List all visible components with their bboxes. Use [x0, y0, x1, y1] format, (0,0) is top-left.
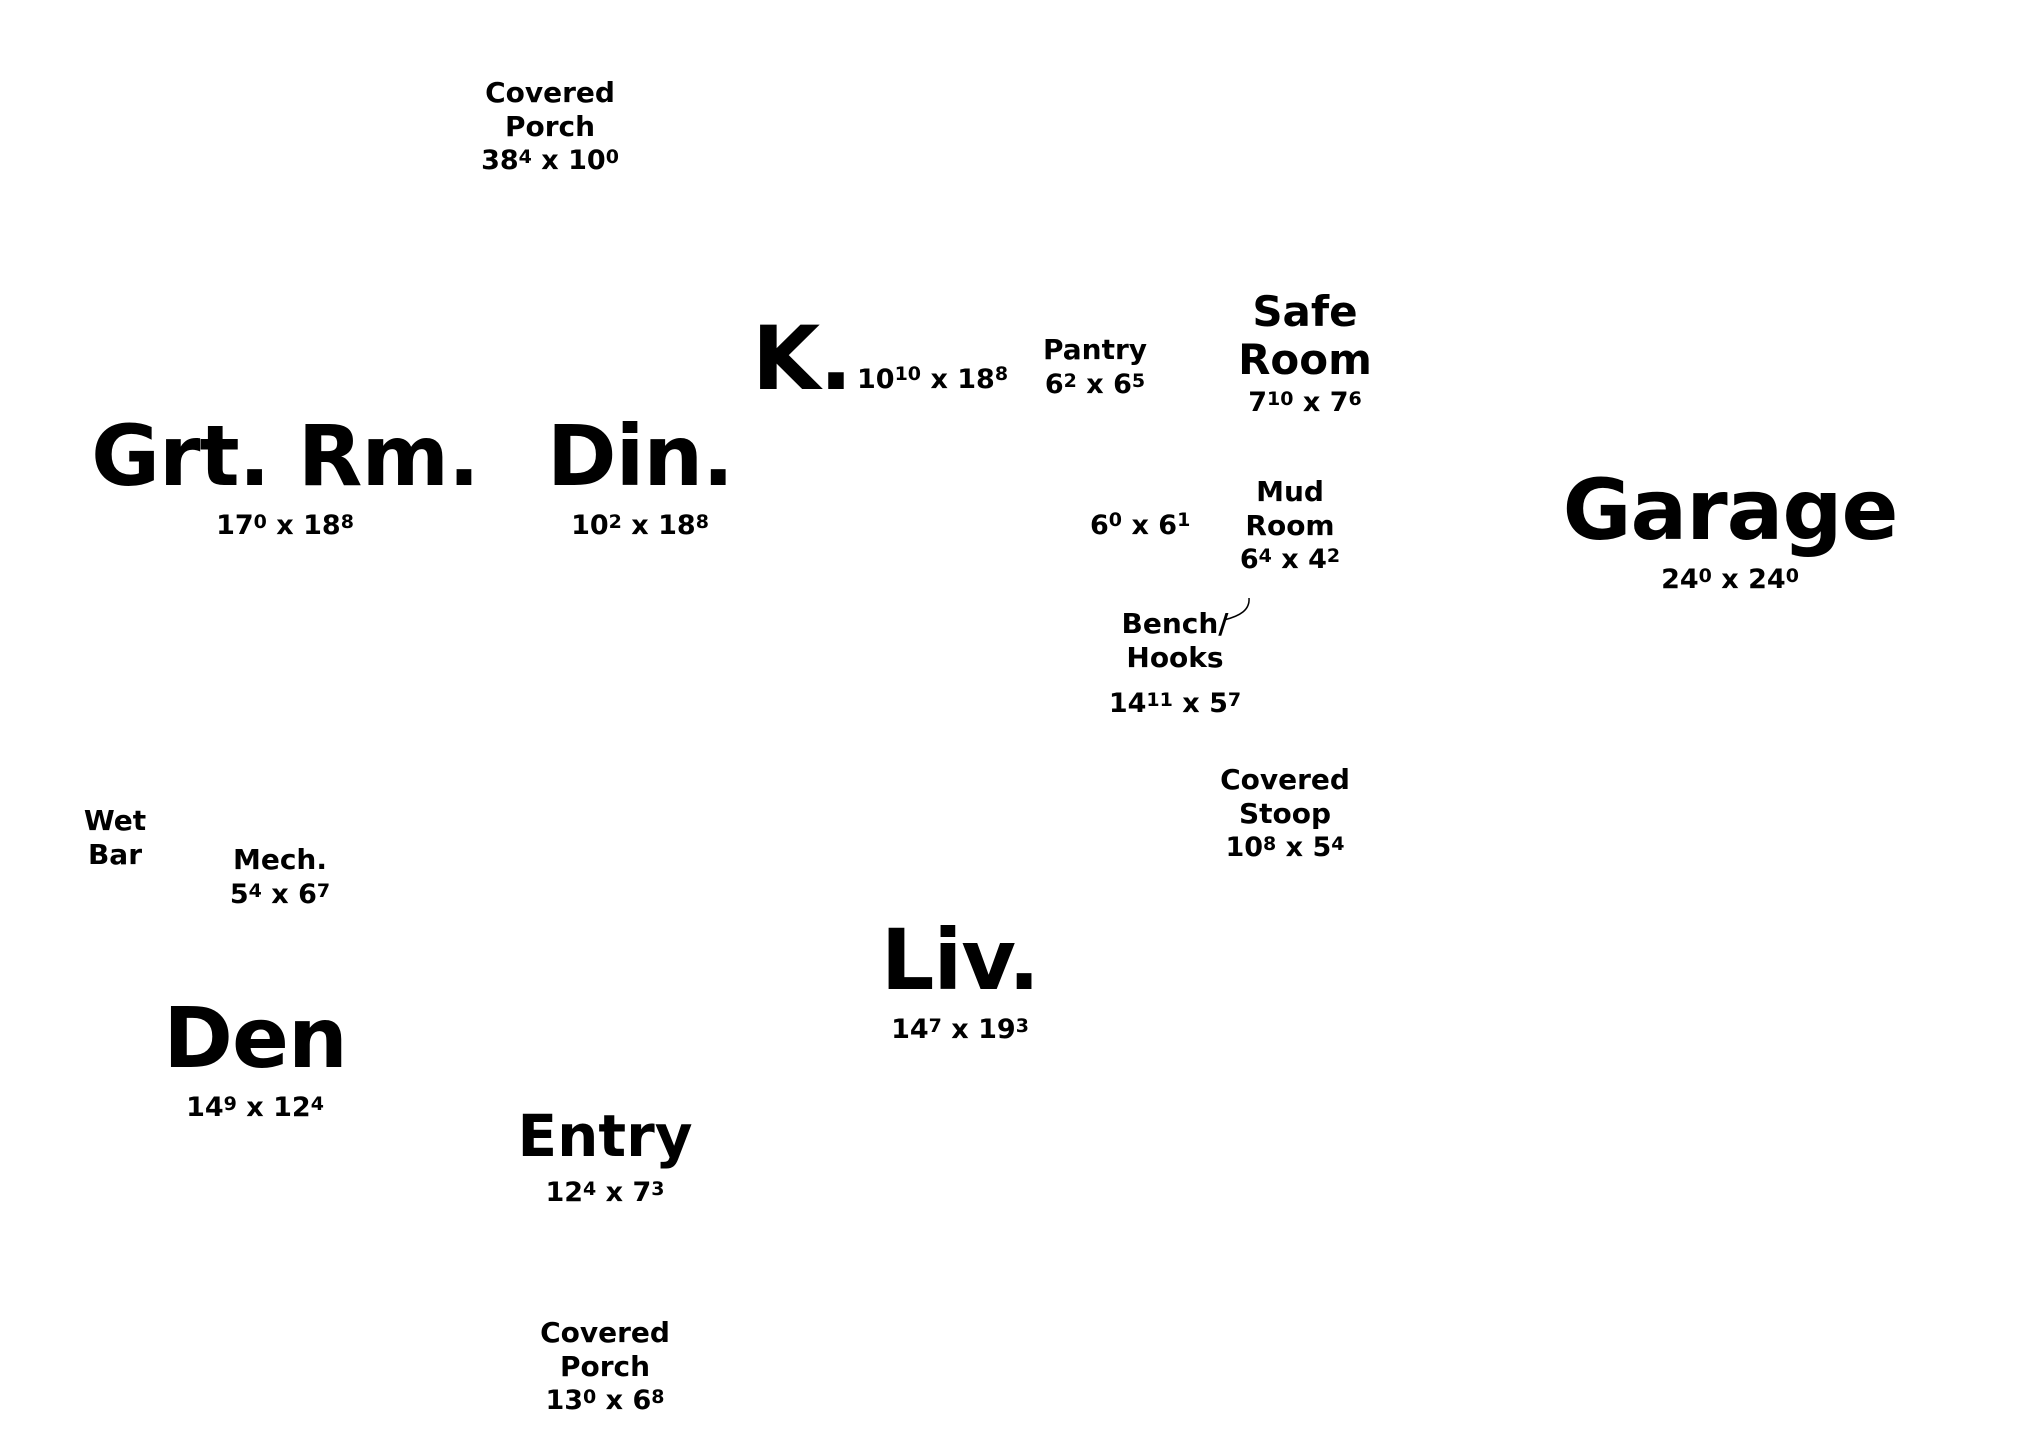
- room-covered-stoop: Covered Stoop 108 x 54: [1195, 763, 1375, 861]
- room-mech: Mech. 54 x 67: [215, 843, 345, 908]
- room-kitchen-label: K.: [752, 307, 853, 410]
- room-name: Bench/ Hooks: [1121, 607, 1229, 674]
- room-name: Din.: [546, 407, 734, 505]
- bench-leader-line: [1223, 597, 1250, 621]
- room-dimensions: 710 x 76: [1248, 386, 1362, 418]
- room-name: Pantry: [1042, 333, 1148, 366]
- room-wet-bar: Wet Bar: [60, 804, 170, 871]
- room-dimensions: 62 x 65: [1044, 368, 1146, 400]
- room-dimensions: 240 x 240: [1661, 564, 1799, 595]
- room-name: Liv.: [880, 911, 1040, 1009]
- room-bench-hooks: Bench/ Hooks 1411 x 57: [1100, 607, 1250, 717]
- room-name: Den: [163, 989, 348, 1087]
- room-safe-room: Safe Room 710 x 76: [1215, 287, 1395, 418]
- room-name: Entry: [517, 1102, 693, 1170]
- room-entry: Entry 124 x 73: [505, 1107, 705, 1206]
- room-name: Covered Porch: [485, 76, 615, 143]
- room-name: Mech.: [232, 843, 328, 876]
- room-mud-room: Mud Room 64 x 42: [1220, 475, 1360, 573]
- room-garage: Garage 240 x 240: [1545, 468, 1915, 593]
- room-name: Mud Room: [1245, 475, 1335, 542]
- room-dining: Din. 102 x 188: [530, 414, 750, 539]
- room-name: Covered Stoop: [1220, 763, 1350, 830]
- room-dimensions: 147 x 193: [891, 1014, 1029, 1045]
- room-closet-dimensions: 60 x 61: [1090, 509, 1191, 541]
- room-name: K.: [752, 307, 853, 410]
- room-dimensions: 384 x 100: [481, 145, 619, 177]
- room-name: Safe Room: [1238, 287, 1372, 385]
- room-pantry: Pantry 62 x 65: [1020, 333, 1170, 398]
- room-name: Garage: [1562, 461, 1899, 559]
- room-name: Covered Porch: [540, 1316, 670, 1383]
- room-dimensions: 124 x 73: [545, 1177, 665, 1208]
- room-dimensions: 108 x 54: [1225, 832, 1345, 864]
- room-great-room: Grt. Rm. 170 x 188: [90, 414, 480, 539]
- room-living: Liv. 147 x 193: [860, 918, 1060, 1043]
- room-dimensions: 64 x 42: [1239, 544, 1341, 576]
- room-covered-porch-bottom: Covered Porch 130 x 68: [510, 1316, 700, 1414]
- room-dimensions: 149 x 124: [186, 1092, 324, 1123]
- room-covered-porch-top: Covered Porch 384 x 100: [455, 76, 645, 174]
- room-kitchen-dimensions: 1010 x 188: [857, 363, 1009, 395]
- room-name: Wet Bar: [83, 804, 147, 871]
- room-den: Den 149 x 124: [140, 996, 370, 1121]
- room-dimensions: 170 x 188: [216, 510, 354, 541]
- room-dimensions: 54 x 67: [229, 878, 331, 910]
- room-dimensions: 102 x 188: [571, 510, 709, 541]
- room-name: Grt. Rm.: [91, 407, 480, 505]
- room-dimensions: 1411 x 57: [1108, 688, 1242, 720]
- room-dimensions: 130 x 68: [545, 1385, 665, 1417]
